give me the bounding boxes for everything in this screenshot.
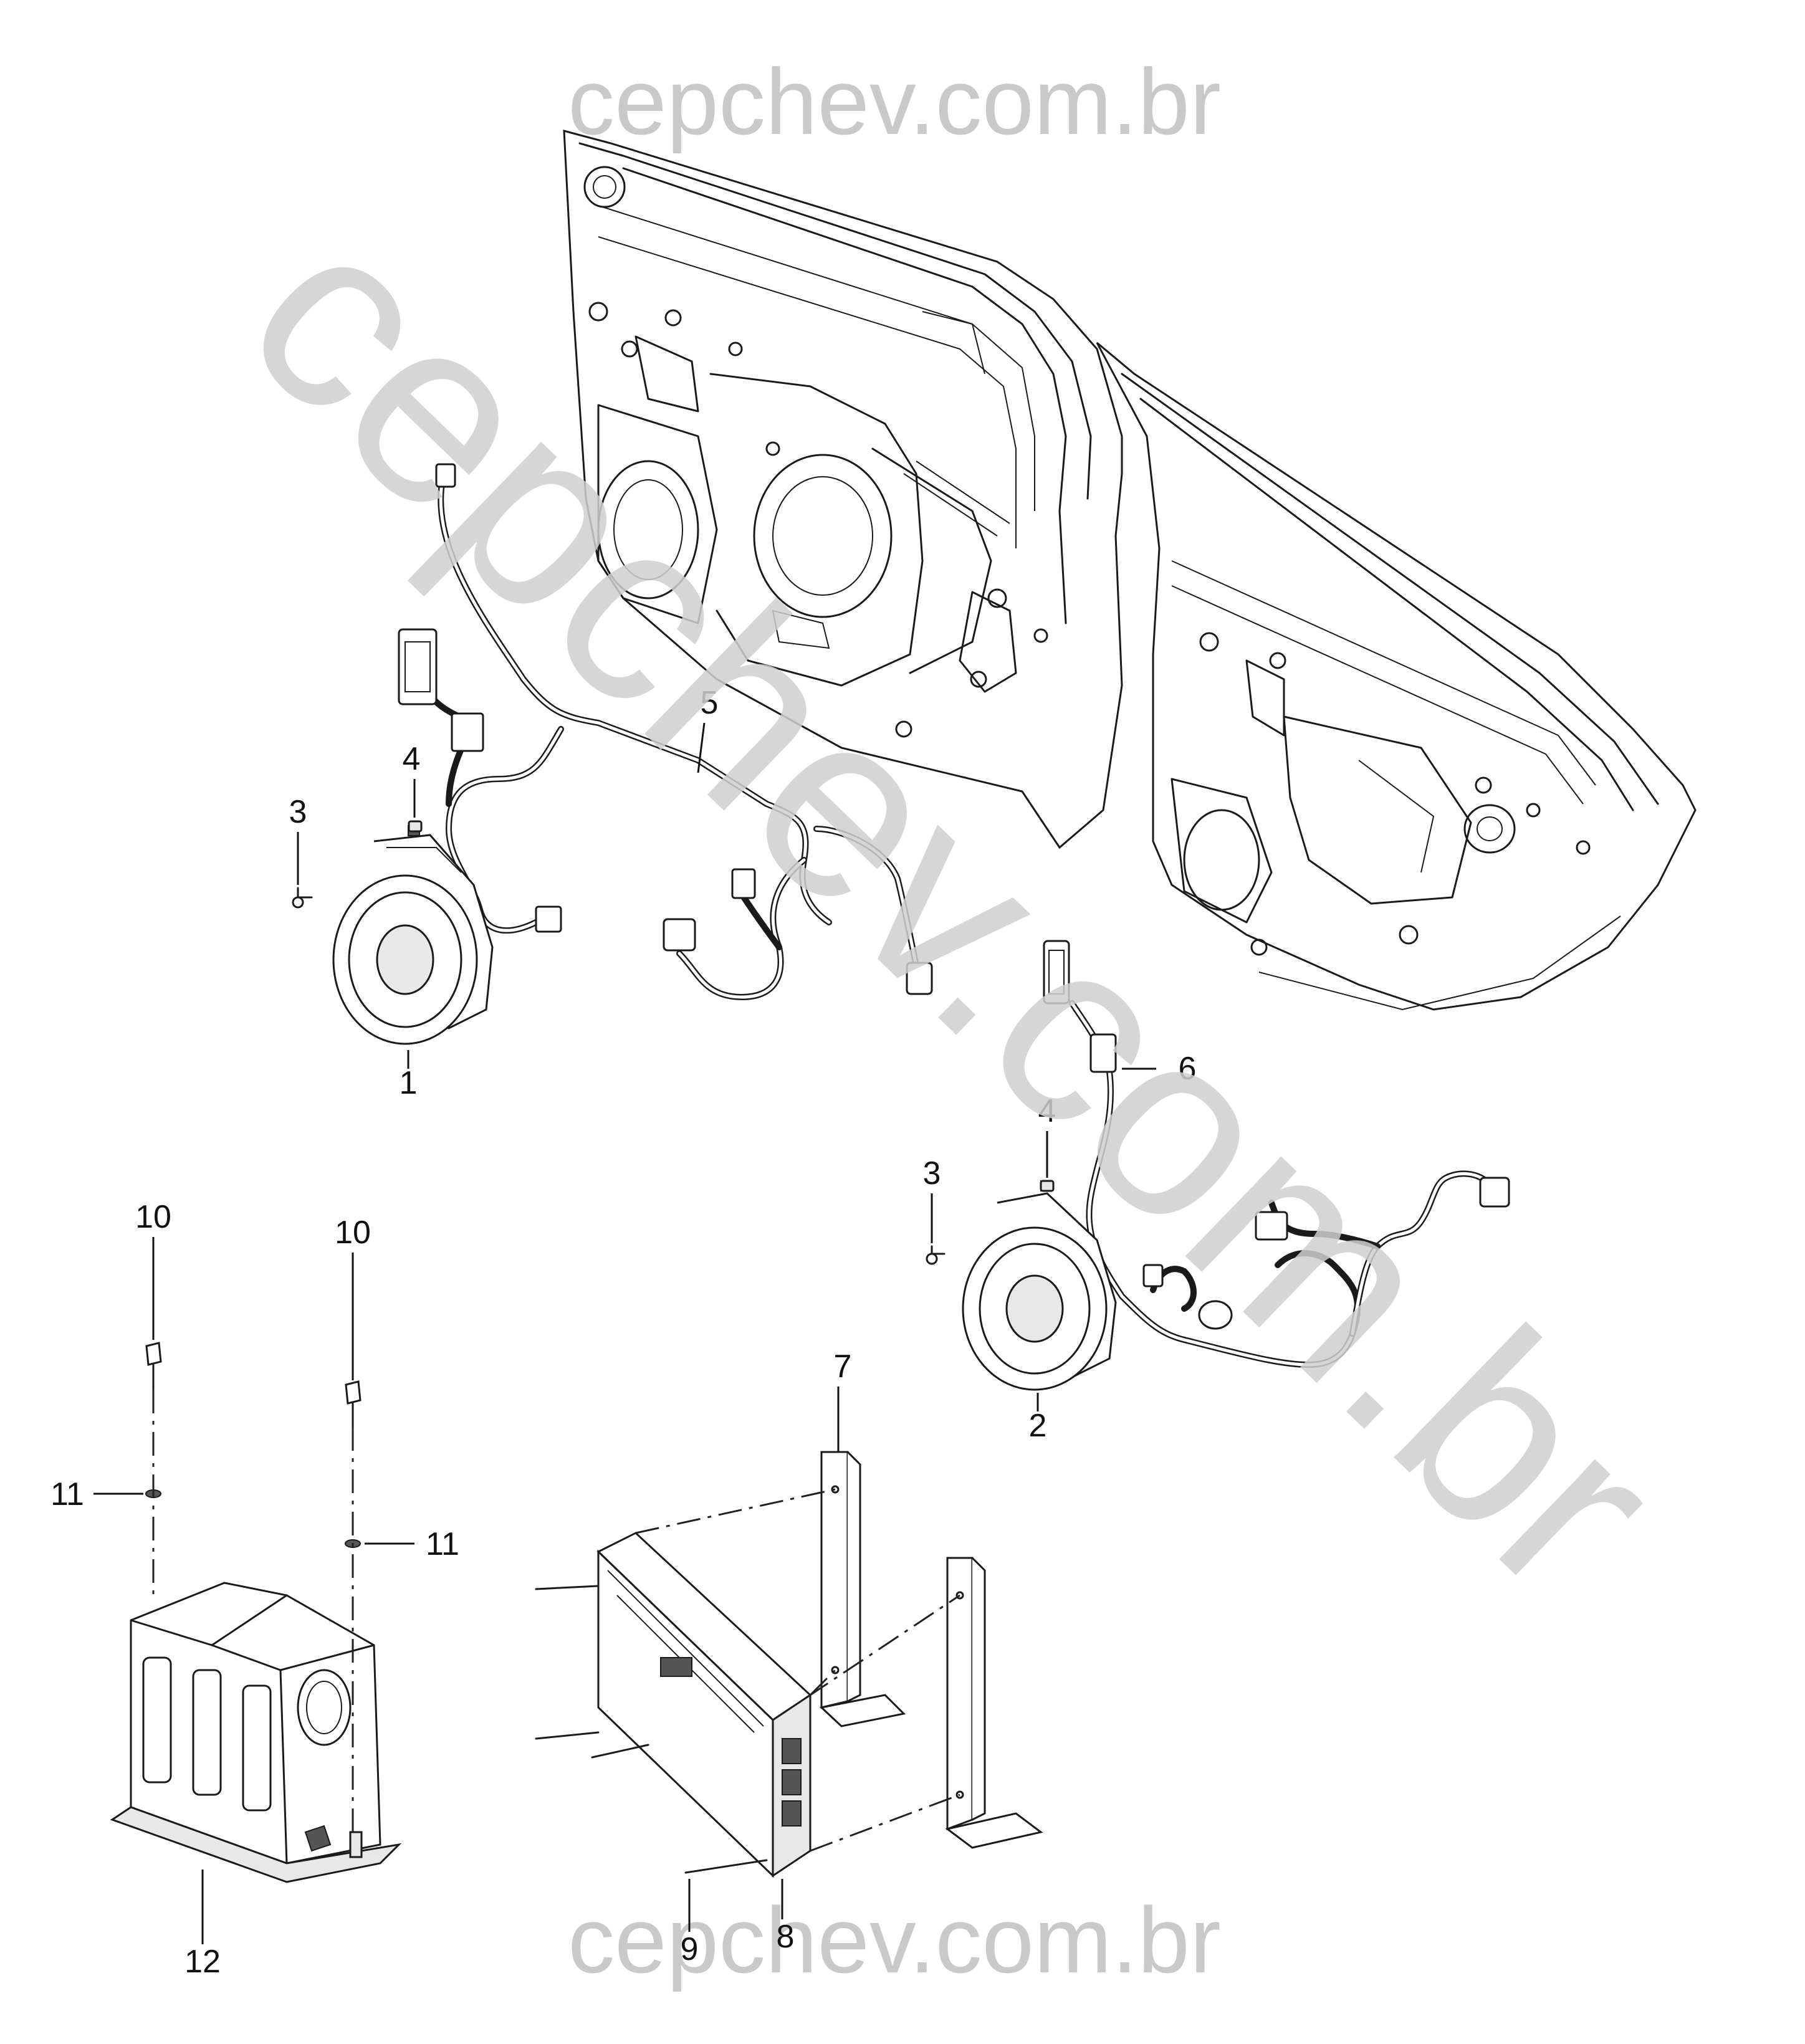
callout-11-left: 11 xyxy=(50,1476,84,1512)
callout-5: 5 xyxy=(701,685,719,721)
rear-door-panel xyxy=(1096,341,1697,1011)
callout-1: 1 xyxy=(400,1065,418,1101)
callout-8: 8 xyxy=(777,1919,795,1955)
nut-4-front xyxy=(408,820,423,833)
callout-3-rear: 3 xyxy=(923,1155,941,1192)
subwoofer-bolt-10-right xyxy=(345,1380,361,1428)
rear-door-speaker-harness xyxy=(1043,940,1510,1368)
watermark-bottom: cepchev.com.br xyxy=(568,1888,1221,1992)
callout-3-front: 3 xyxy=(289,794,307,830)
callout-7: 7 xyxy=(834,1349,852,1385)
subwoofer-box xyxy=(110,1582,402,1883)
amplifier-connectors xyxy=(782,1738,802,1827)
amplifier-screws-9 xyxy=(535,1585,768,1874)
amplifier xyxy=(596,1532,812,1878)
callout-10-left: 10 xyxy=(135,1199,171,1235)
callout-4-front: 4 xyxy=(403,741,421,777)
callout-11-right: 11 xyxy=(426,1526,459,1562)
callout-10-right: 10 xyxy=(335,1215,371,1251)
callout-2: 2 xyxy=(1029,1408,1047,1444)
front-door-speaker-harness xyxy=(398,463,933,1000)
front-speaker xyxy=(332,825,494,1045)
subwoofer-dash-lines xyxy=(152,1390,354,1832)
callout-9: 9 xyxy=(681,1931,699,1967)
screw-3-front xyxy=(292,887,313,909)
callout-4-rear: 4 xyxy=(1038,1093,1056,1129)
front-door-panel xyxy=(563,130,1123,849)
amplifier-dash-lines xyxy=(635,1488,960,1852)
callout-12: 12 xyxy=(184,1944,221,1980)
leader-lines xyxy=(93,722,1156,1944)
amplifier-bracket-7 xyxy=(819,1451,1043,1849)
nut-4-rear xyxy=(1040,1180,1055,1192)
subwoofer-bolt-10-left xyxy=(145,1342,162,1391)
callout-labels: 1 2 3 3 4 4 5 6 7 8 9 10 10 11 11 12 xyxy=(50,685,1196,1980)
screw-3-rear xyxy=(926,1245,946,1265)
watermark-top: cepchev.com.br xyxy=(568,49,1221,154)
callout-6: 6 xyxy=(1179,1051,1197,1087)
